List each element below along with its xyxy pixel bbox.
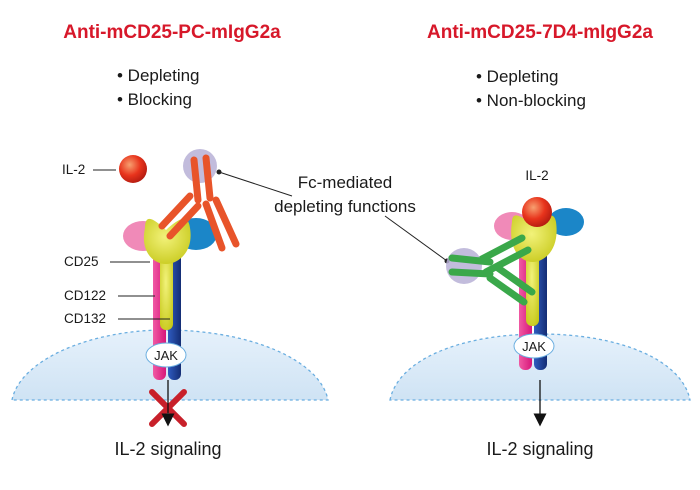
left-antibody-fc-2 <box>202 154 214 202</box>
left-cd122-label: CD122 <box>64 288 106 303</box>
right-jak-oval <box>513 333 555 359</box>
right-antibody-fc-1 <box>448 254 494 266</box>
right-antibody-arm-2 <box>482 246 532 276</box>
callout-line-2: depleting functions <box>274 197 416 216</box>
left-antibody-fc-1 <box>190 156 202 204</box>
right-signal-label: IL-2 signaling <box>486 439 593 459</box>
left-signal-label: IL-2 signaling <box>114 439 221 459</box>
left-jak-label: JAK <box>154 348 178 363</box>
right-antibody-arm-3 <box>486 274 528 306</box>
right-antibody-arm-1 <box>476 234 526 264</box>
right-bullet-1: • Depleting <box>476 67 559 86</box>
right-antibody-fc <box>448 254 494 278</box>
left-cd25-label: CD25 <box>64 254 99 269</box>
right-cd132-lobe <box>548 208 584 236</box>
left-il2-ball <box>119 155 147 183</box>
right-cd25-stalk <box>526 244 539 326</box>
right-antibody-arm-4 <box>494 264 536 296</box>
right-antibody-fc-2 <box>448 268 494 278</box>
left-panel: Anti-mCD25-PC-mIgG2a • Depleting • Block… <box>11 22 329 459</box>
right-panel: Anti-mCD25-7D4-mIgG2a • Depleting • Non-… <box>389 22 691 459</box>
left-cd25-stalk <box>160 250 173 330</box>
left-bullet-1: • Depleting <box>117 66 200 85</box>
left-cd132-label: CD132 <box>64 311 106 326</box>
callout-line-1: Fc-mediated <box>298 173 392 192</box>
callout-leader-right <box>384 215 448 262</box>
left-fc-region <box>183 149 217 183</box>
left-antibody-arm-2 <box>166 202 202 240</box>
callout: Fc-mediated depleting functions <box>216 169 450 264</box>
left-bullet-2: • Blocking <box>117 90 192 109</box>
right-il2-label: IL-2 <box>525 168 548 183</box>
left-title: Anti-mCD25-PC-mIgG2a <box>63 22 281 43</box>
left-antibody-arm-4 <box>212 196 240 248</box>
left-antibody <box>158 192 240 252</box>
left-jak-oval <box>145 342 187 368</box>
left-il2-label: IL-2 <box>62 162 85 177</box>
right-fc-region <box>446 248 482 284</box>
callout-leader-left <box>218 171 293 197</box>
right-antibody <box>476 234 536 306</box>
right-jak-label: JAK <box>522 339 546 354</box>
left-antibody-arm-1 <box>158 192 194 230</box>
callout-dot-left <box>216 169 222 175</box>
left-antibody-fc <box>190 154 214 204</box>
right-title: Anti-mCD25-7D4-mIgG2a <box>427 22 653 43</box>
left-antibody-arm-3 <box>202 200 226 252</box>
right-bullet-2: • Non-blocking <box>476 91 586 110</box>
right-il2-ball <box>522 197 552 227</box>
